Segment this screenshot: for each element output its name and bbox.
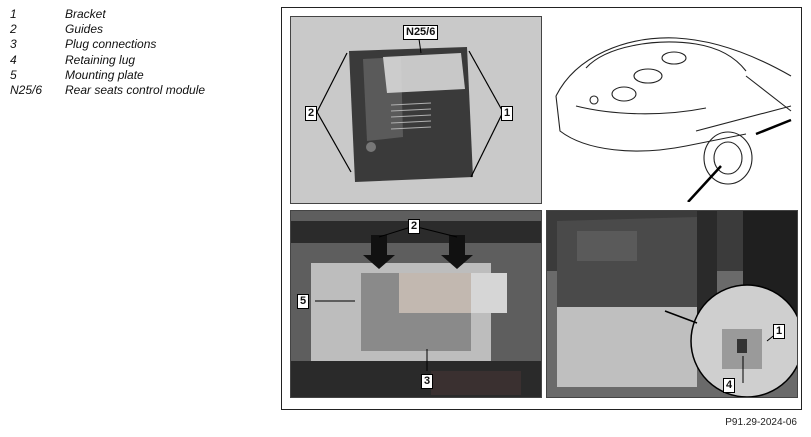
legend-text: Plug connections (65, 37, 157, 52)
illustration-frame: N25/6 2 1 (281, 7, 802, 410)
legend-text: Rear seats control module (65, 82, 206, 97)
legend-item: 5 Mounting plate (10, 68, 250, 83)
legend-number: 2 (10, 22, 17, 37)
legend-number: N25/6 (10, 82, 43, 97)
installed-module-photo: 2 5 3 (290, 210, 542, 398)
callout-plug-connections: 3 (421, 374, 434, 389)
car-rear-drawing (555, 37, 792, 202)
legend-text: Mounting plate (65, 67, 144, 82)
legend-item: 3 Plug connections (10, 37, 250, 52)
legend-number: 3 (10, 37, 17, 52)
callout-bracket: 1 (773, 324, 786, 339)
legend-text: Guides (65, 22, 104, 37)
callout-retaining-lug: 4 (723, 378, 736, 393)
bracket-detail-photo: 1 4 (546, 210, 798, 398)
legend-text: Bracket (65, 7, 106, 21)
legend: 1 Bracket 2 Guides 3 Plug connections 4 … (10, 7, 250, 98)
callout-module: N25/6 (403, 25, 439, 40)
legend-number: 5 (10, 67, 17, 82)
module-drawing (316, 38, 504, 182)
legend-item: 2 Guides (10, 22, 250, 37)
legend-text: Retaining lug (65, 52, 136, 67)
vehicle-drawing (546, 16, 796, 202)
bracket-drawing (547, 211, 797, 397)
legend-item: N25/6 Rear seats control module (10, 83, 250, 98)
legend-number: 4 (10, 52, 17, 67)
mounting-drawing (291, 211, 541, 397)
callout-guides: 2 (408, 219, 421, 234)
callout-mounting-plate: 5 (297, 294, 310, 309)
reference-id: P91.29-2024-06 (725, 417, 797, 428)
legend-item: 4 Retaining lug (10, 53, 250, 68)
legend-number: 1 (10, 7, 17, 21)
callout-bracket: 1 (501, 106, 514, 121)
module-photo: N25/6 2 1 (290, 16, 542, 204)
callout-guides: 2 (305, 106, 318, 121)
legend-item: 1 Bracket (10, 7, 250, 22)
